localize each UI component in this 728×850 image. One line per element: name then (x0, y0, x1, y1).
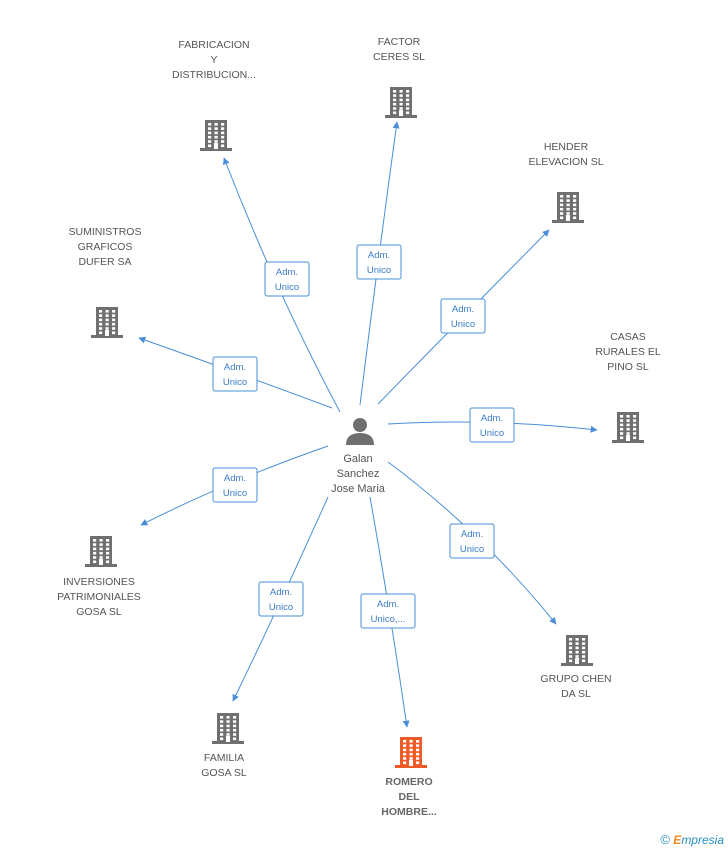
company-label-line: PINO SL (607, 361, 649, 373)
company-label-line: SUMINISTROS (69, 226, 142, 238)
company-label-line: ROMERO (385, 776, 432, 788)
role-badge-suministros[interactable]: Adm. Unico (212, 356, 258, 392)
company-label-casas-rurales[interactable]: CASAS RURALES EL PINO SL (595, 331, 661, 373)
role-text: Unico,... (371, 614, 406, 625)
role-text: Adm. (461, 529, 483, 540)
role-badge-grupo-chen[interactable]: Adm. Unico (449, 523, 495, 559)
building-icon[interactable] (85, 536, 117, 567)
role-text: Adm. (368, 250, 390, 261)
role-text: Adm. (481, 413, 503, 424)
company-label-line: INVERSIONES (63, 576, 135, 588)
person-icon[interactable] (346, 418, 374, 445)
role-badge-factor-ceres[interactable]: Adm. Unico (356, 244, 402, 280)
brand-name: mpresia (681, 833, 724, 847)
building-icon[interactable] (91, 307, 123, 338)
role-text: Adm. (377, 599, 399, 610)
building-icon[interactable] (612, 412, 644, 443)
company-label-grupo-chen[interactable]: GRUPO CHEN DA SL (540, 673, 611, 700)
nodes: FABRICACION Y DISTRIBUCION... FACTOR CERES S… (57, 36, 661, 818)
edge-labels: Adm.UnicoAdm.UnicoAdm.UnicoAdm.UnicoAdm.… (212, 244, 515, 629)
company-label-line: FABRICACION (178, 39, 249, 51)
company-label-romero[interactable]: ROMERO DEL HOMBRE... (381, 776, 437, 818)
building-icon[interactable] (200, 120, 232, 151)
company-label-line: CERES SL (373, 51, 425, 63)
building-icon[interactable] (561, 635, 593, 666)
company-label-hender[interactable]: HENDER ELEVACION SL (528, 141, 603, 168)
person-name-line: Jose Maria (331, 483, 386, 495)
company-label-line: GRUPO CHEN (540, 673, 611, 685)
role-text: Unico (223, 377, 247, 388)
company-label-line: DA SL (561, 688, 591, 700)
role-text: Unico (223, 488, 247, 499)
company-label-familia-gosa[interactable]: FAMILIA GOSA SL (201, 752, 247, 779)
company-label-inversiones[interactable]: INVERSIONES PATRIMONIALES GOSA SL (57, 576, 141, 618)
role-badge-fabricacion[interactable]: Adm. Unico (264, 261, 310, 297)
brand-initial: E (673, 833, 682, 847)
company-label-line: RURALES EL (595, 346, 661, 358)
company-label-line: ELEVACION SL (528, 156, 603, 168)
role-text: Adm. (270, 587, 292, 598)
company-label-line: DEL (399, 791, 421, 803)
role-text: Unico (451, 319, 475, 330)
role-badge-casas-rurales[interactable]: Adm. Unico (469, 407, 515, 443)
company-label-line: Y (210, 54, 217, 66)
role-badge-inversiones[interactable]: Adm. Unico (212, 467, 258, 503)
person-name-line: Galan (343, 453, 372, 465)
company-label-suministros[interactable]: SUMINISTROS GRAFICOS DUFER SA (69, 226, 142, 268)
company-label-line: GRAFICOS (78, 241, 133, 253)
building-icon[interactable] (385, 87, 417, 118)
role-text: Unico (480, 428, 504, 439)
company-label-line: FAMILIA (204, 752, 244, 764)
copyright-symbol: © (660, 832, 670, 847)
company-label-line: CASAS (610, 331, 646, 343)
role-text: Adm. (276, 267, 298, 278)
edges (138, 121, 598, 728)
company-label-line: PATRIMONIALES (57, 591, 141, 603)
role-text: Adm. (452, 304, 474, 315)
role-text: Unico (367, 265, 391, 276)
role-badge-romero[interactable]: Adm. Unico,... (360, 593, 416, 629)
company-label-line: HOMBRE... (381, 806, 437, 818)
company-label-fabricacion[interactable]: FABRICACION Y DISTRIBUCION... (172, 39, 256, 81)
role-text: Adm. (224, 362, 246, 373)
building-icon[interactable] (212, 713, 244, 744)
company-label-line: GOSA SL (76, 606, 122, 618)
role-badge-hender[interactable]: Adm. Unico (440, 298, 486, 334)
company-label-line: HENDER (544, 141, 589, 153)
company-label-line: GOSA SL (201, 767, 247, 779)
building-icon[interactable] (395, 737, 427, 768)
footer-brand: © Empresia (660, 832, 724, 847)
role-text: Unico (269, 602, 293, 613)
company-label-line: DUFER SA (78, 256, 131, 268)
role-badge-familia-gosa[interactable]: Adm. Unico (258, 581, 304, 617)
person-name-line: Sanchez (337, 468, 380, 480)
company-label-line: FACTOR (378, 36, 421, 48)
company-label-factor-ceres[interactable]: FACTOR CERES SL (373, 36, 425, 63)
role-text: Adm. (224, 473, 246, 484)
building-icon[interactable] (552, 192, 584, 223)
role-text: Unico (275, 282, 299, 293)
company-label-line: DISTRIBUCION... (172, 69, 256, 81)
role-text: Unico (460, 544, 484, 555)
